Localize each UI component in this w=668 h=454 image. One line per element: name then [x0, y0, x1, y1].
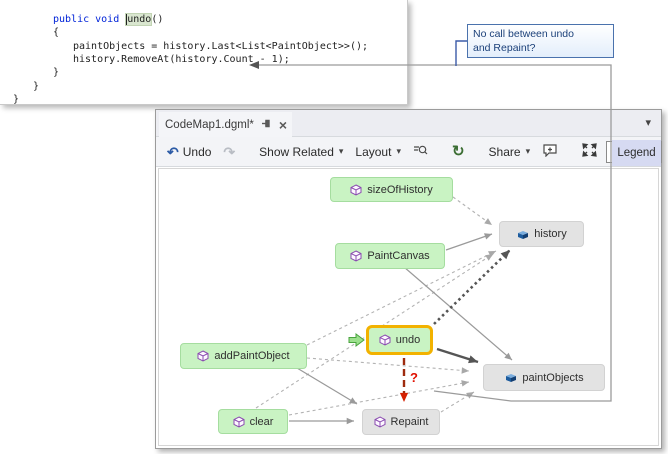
callout-line1: No call between undo: [473, 28, 574, 40]
callout-connector: [455, 40, 467, 66]
node-label: Repaint: [390, 416, 429, 428]
field-box-icon: [504, 372, 517, 383]
map-node-sizeOfHistory[interactable]: sizeOfHistory: [330, 177, 453, 202]
code-text: history.RemoveAt(history.Count - 1);: [73, 53, 290, 65]
tab-codemap1-dgml[interactable]: CodeMap1.dgml* ×: [159, 112, 292, 137]
code-line[interactable]: {: [53, 26, 59, 39]
document-tab-bar: CodeMap1.dgml* × ▾: [156, 110, 661, 137]
code-line[interactable]: }: [13, 93, 19, 106]
undo-arrow-icon: ↶: [167, 143, 179, 160]
code-text: paintObjects = history.Last<List<PaintOb…: [73, 40, 369, 52]
node-label: undo: [395, 334, 421, 346]
method-cube-icon: [350, 183, 362, 196]
node-label: clear: [249, 415, 274, 428]
code-map-window: CodeMap1.dgml* × ▾ ↶Undo ↷ Show Related▾ La…: [155, 109, 663, 449]
refresh-icon: ↻: [451, 143, 465, 160]
legend-button[interactable]: Legend: [612, 140, 661, 166]
fit-screen-icon: [582, 143, 597, 160]
refresh-button[interactable]: ↻: [449, 142, 468, 161]
method-cube-icon: [197, 350, 209, 362]
fit-to-screen-button[interactable]: [579, 141, 600, 162]
map-node-Repaint[interactable]: Repaint: [362, 409, 440, 435]
node-label: PaintCanvas: [367, 250, 430, 262]
chevron-down-icon: ▾: [525, 146, 531, 156]
new-comment-icon: [542, 143, 558, 160]
code-line[interactable]: }: [53, 66, 59, 79]
code-text: }: [53, 67, 60, 79]
navigate-code-icon: [413, 143, 428, 160]
close-icon[interactable]: ×: [278, 116, 288, 133]
node-label: sizeOfHistory: [367, 183, 433, 196]
method-cube-icon: [374, 416, 386, 428]
tab-title: CodeMap1.dgml*: [165, 118, 254, 131]
node-label: history: [534, 228, 567, 240]
code-text: }: [33, 80, 40, 92]
map-comment-callout[interactable]: No call between undo and Repaint?: [467, 24, 614, 58]
codemap-toolbar: ↶Undo↷Show Related▾Layout▾↻Share▾Zoom▾: [156, 137, 663, 167]
show-related-button[interactable]: Show Related▾: [259, 144, 344, 159]
map-node-PaintCanvas[interactable]: PaintCanvas: [335, 243, 445, 269]
chevron-down-icon[interactable]: ▾: [645, 117, 651, 129]
code-line[interactable]: }: [33, 80, 39, 93]
code-text: public void: [53, 14, 126, 25]
code-text: }: [13, 93, 20, 105]
callout-line2: and Repaint?: [473, 42, 536, 54]
map-node-paintObjects[interactable]: paintObjects: [483, 364, 605, 391]
share-button[interactable]: Share▾: [488, 144, 531, 159]
missing-call-question-mark: ?: [410, 370, 418, 385]
new-comment-button[interactable]: [539, 141, 561, 162]
code-text: {: [53, 27, 60, 39]
code-line[interactable]: paintObjects = history.Last<List<PaintOb…: [73, 40, 368, 53]
method-cube-icon: [233, 415, 245, 428]
code-line[interactable]: history.RemoveAt(history.Count - 1);: [73, 53, 290, 66]
undo-button[interactable]: ↶Undo: [167, 143, 212, 160]
redo-button[interactable]: ↷: [220, 143, 238, 161]
map-node-history[interactable]: history: [499, 221, 584, 247]
code-text: (): [151, 14, 164, 25]
layout-button[interactable]: Layout▾: [355, 144, 401, 159]
pin-icon[interactable]: [261, 118, 272, 131]
redo-arrow-icon: ↷: [223, 143, 236, 160]
location-pointer-icon: [348, 333, 365, 352]
node-label: addPaintObject: [214, 350, 290, 362]
map-canvas[interactable]: [158, 168, 659, 446]
node-label: paintObjects: [522, 371, 584, 384]
code-editor-window: public void undo(){paintObjects = histor…: [0, 0, 408, 105]
chevron-down-icon: ▾: [396, 146, 401, 156]
field-box-icon: [516, 229, 529, 240]
method-cube-icon: [350, 250, 362, 262]
code-symbol-highlight: undo: [125, 13, 153, 26]
navigate-to-code-button[interactable]: [410, 141, 431, 162]
method-cube-icon: [379, 334, 391, 346]
map-node-addPaintObject[interactable]: addPaintObject: [180, 343, 307, 369]
map-node-clear[interactable]: clear: [218, 409, 288, 434]
chevron-down-icon: ▾: [338, 146, 344, 156]
code-line[interactable]: public void undo(): [53, 13, 163, 26]
map-node-undo[interactable]: undo: [366, 325, 433, 355]
